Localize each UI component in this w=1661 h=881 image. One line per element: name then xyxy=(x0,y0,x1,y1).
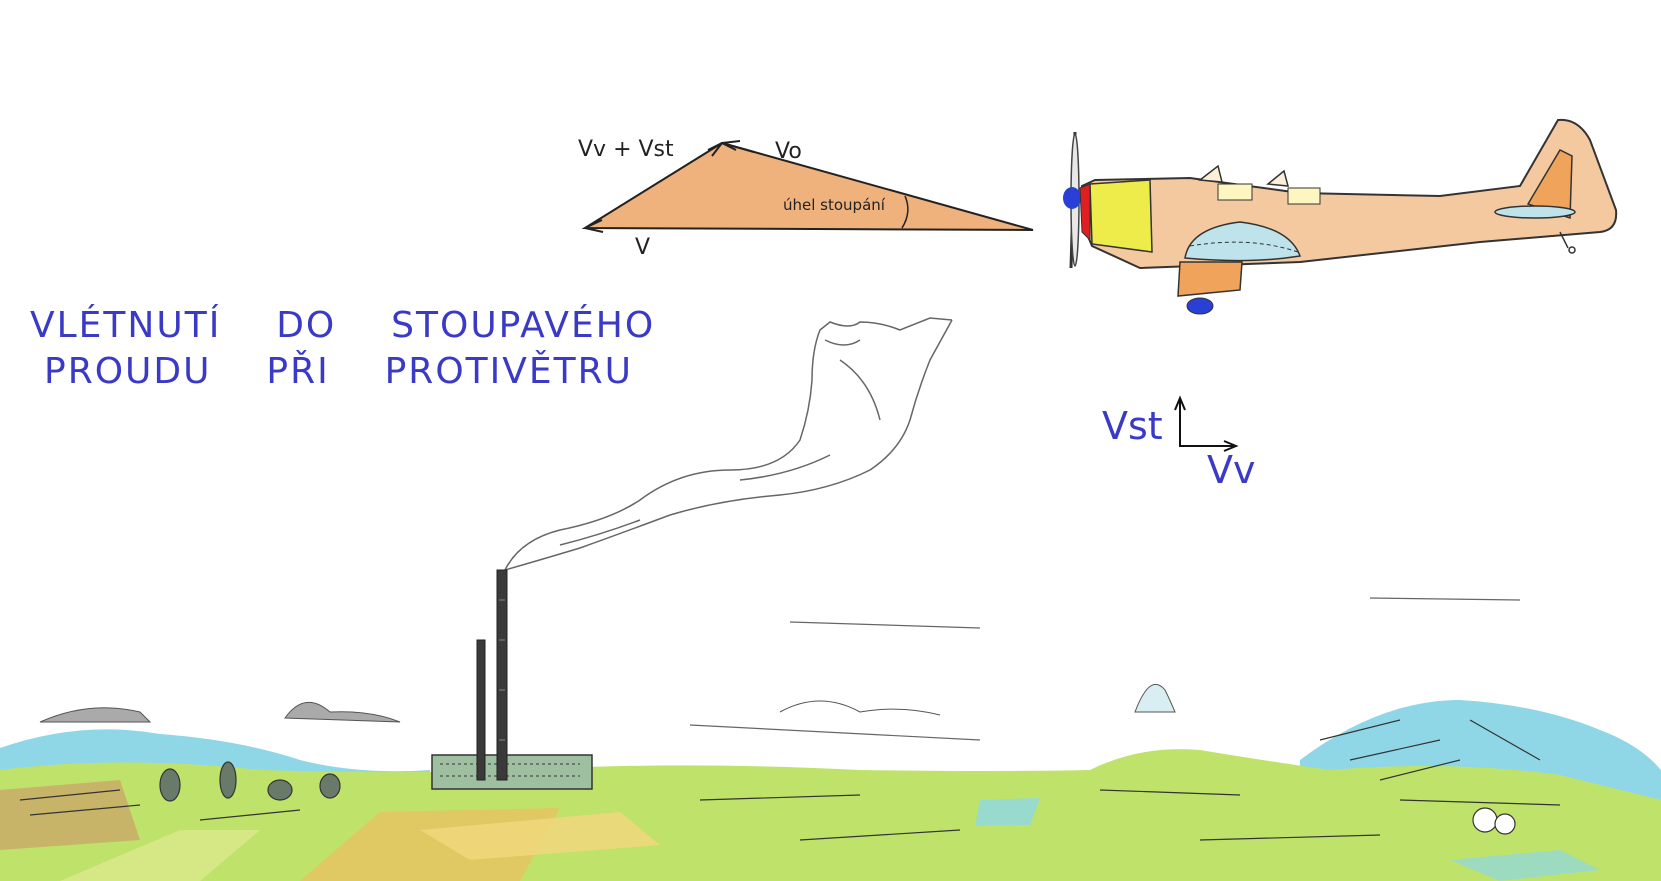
arrow-head-vv-vst xyxy=(707,142,723,157)
angle-arc xyxy=(901,195,909,229)
label-angle: úhel stoupání xyxy=(783,196,885,214)
title-line-2: PROUDU PŘI PROTIVĚTRU xyxy=(44,351,633,392)
label-vst: Vst xyxy=(1102,404,1163,448)
smoke-plume-icon xyxy=(504,317,953,571)
title-line-1: VLÉTNUTÍ DO STOUPAVÉHO xyxy=(30,305,656,346)
chimney-icon xyxy=(476,569,508,781)
label-vv-vst: Vv + Vst xyxy=(578,137,674,162)
label-v: V xyxy=(635,235,651,260)
landscape xyxy=(0,597,1661,881)
label-vv: Vv xyxy=(1207,448,1256,492)
arrow-head-vo xyxy=(721,140,741,151)
airplane-icon xyxy=(1063,118,1618,315)
label-vo: Vo xyxy=(775,139,802,164)
velocity-triangle xyxy=(581,140,1034,233)
factory-building xyxy=(431,754,593,790)
arrow-head-v xyxy=(584,219,604,233)
vector-axes xyxy=(1174,395,1239,452)
